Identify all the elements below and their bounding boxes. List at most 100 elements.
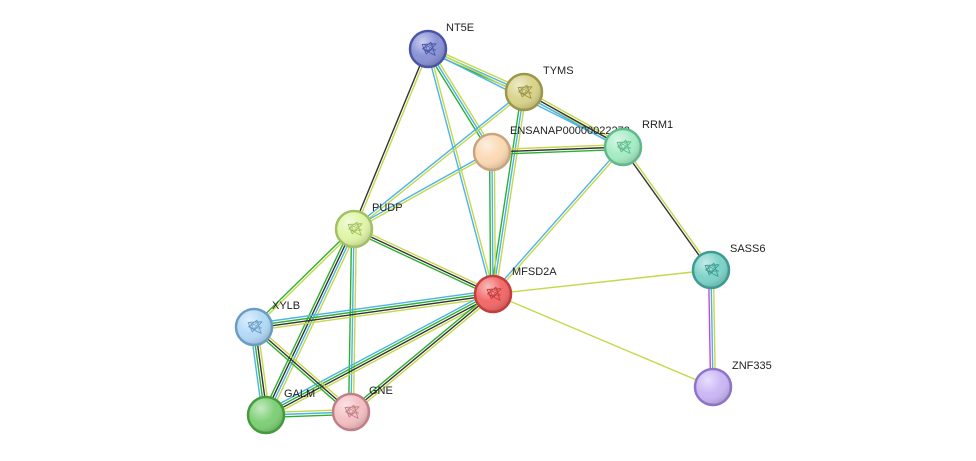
edge-line-neighborhood <box>491 148 624 156</box>
protein-structure-icon <box>347 221 363 236</box>
edge-line-coexpression <box>265 294 495 417</box>
edge-line-textmining <box>254 229 356 329</box>
edge-line-database <box>350 228 355 413</box>
node-rrm1[interactable]: RRM1 <box>603 119 673 167</box>
edge-line-textmining <box>354 48 430 231</box>
edge-line-coexpression <box>353 228 494 295</box>
edge-mfsd2a-znf335[interactable] <box>492 293 714 388</box>
edge-xylb-gne[interactable] <box>251 324 354 415</box>
edge-line-neighborhood <box>251 328 351 415</box>
edge-line-coexpression <box>253 294 494 329</box>
edge-line-experimental <box>707 269 712 388</box>
edge-line-textmining <box>354 226 495 293</box>
edge-pudp-gne[interactable] <box>347 228 358 413</box>
edge-line-coexpression <box>264 227 354 416</box>
edge-line-textmining <box>352 228 358 413</box>
node-highlight <box>507 75 541 109</box>
edge-mfsd2a-sass6[interactable] <box>492 269 712 295</box>
node-label: RRM1 <box>642 119 673 131</box>
edges-layer <box>249 46 717 419</box>
protein-structure-icon <box>421 41 437 56</box>
edge-line-database <box>252 289 494 325</box>
node-highlight <box>475 135 509 169</box>
node-znf335[interactable]: ZNF335 <box>693 360 772 407</box>
edge-line-textmining <box>712 269 717 388</box>
protein-structure-icon <box>344 404 360 419</box>
protein-structure-icon <box>704 262 720 277</box>
edge-nt5e-pudp[interactable] <box>352 47 430 231</box>
edge-line-neighborhood <box>348 291 493 411</box>
node-highlight <box>476 277 510 311</box>
edge-line-textmining <box>268 229 358 418</box>
edge-line-textmining <box>623 145 713 271</box>
node-highlight <box>249 398 283 432</box>
edge-rrm1-sass6[interactable] <box>621 145 713 272</box>
edge-rrm1-mfsd2a[interactable] <box>491 145 625 296</box>
edge-line-neighborhood <box>253 292 494 327</box>
node-highlight <box>411 32 445 66</box>
node-label: TYMS <box>543 65 574 77</box>
edge-line-coexpression <box>253 326 352 413</box>
node-highlight <box>237 310 271 344</box>
node-label: SASS6 <box>730 243 765 255</box>
protein-structure-icon <box>517 84 533 99</box>
node-highlight <box>334 395 368 429</box>
node-highlight <box>694 253 728 287</box>
edge-pudp-xylb[interactable] <box>252 227 356 329</box>
edge-mfsd2a-galm[interactable] <box>263 290 496 419</box>
edge-sass6-znf335[interactable] <box>707 269 717 388</box>
edge-line-textmining <box>254 324 354 411</box>
edge-line-coexpression <box>621 146 711 272</box>
node-label: ZNF335 <box>732 360 772 372</box>
edge-line-textmining <box>351 295 496 415</box>
edge-line-textmining <box>491 143 624 151</box>
edge-ensanap-rrm1[interactable] <box>491 143 624 156</box>
protein-structure-icon <box>616 139 632 154</box>
edge-line-database <box>491 151 494 295</box>
edge-line-neighborhood <box>352 230 493 297</box>
node-label: XYLB <box>272 300 300 312</box>
edge-line-database <box>263 290 493 413</box>
edge-line-database <box>352 150 493 229</box>
node-mfsd2a[interactable]: MFSD2A <box>473 266 557 314</box>
edge-line-textmining <box>429 47 495 152</box>
edge-mfsd2a-gne[interactable] <box>348 291 496 415</box>
edge-line-textmining <box>428 47 495 295</box>
node-nt5e[interactable]: NT5E <box>408 22 474 69</box>
node-ensanap[interactable]: ENSANAP00000022272 <box>472 125 630 172</box>
node-highlight <box>606 130 640 164</box>
edge-line-neighborhood <box>425 49 491 154</box>
node-tyms[interactable]: TYMS <box>504 65 574 112</box>
protein-structure-icon <box>486 286 502 301</box>
edge-line-neighborhood <box>264 292 494 415</box>
edge-tyms-pudp[interactable] <box>352 90 526 231</box>
edge-line-coexpression <box>350 293 494 413</box>
edge-line-textmining <box>493 147 625 296</box>
edge-line-textmining <box>494 91 528 296</box>
protein-structure-icon <box>247 319 263 334</box>
edge-line-neighborhood <box>347 228 353 413</box>
edge-mfsd2a-xylb[interactable] <box>252 289 495 332</box>
node-gne[interactable]: GNE <box>331 385 393 432</box>
edge-line-database <box>492 91 525 295</box>
edge-ensanap-mfsd2a[interactable] <box>488 151 497 295</box>
node-label: NT5E <box>446 22 474 34</box>
edge-ensanap-pudp[interactable] <box>352 150 494 231</box>
edge-line-textmining <box>253 296 495 332</box>
node-pudp[interactable]: PUDP <box>334 202 403 249</box>
edge-line-coexpression <box>352 47 428 230</box>
edge-line-textmining <box>354 92 526 231</box>
edge-line-database <box>352 90 524 229</box>
node-xylb[interactable]: XYLB <box>234 300 300 347</box>
edge-nt5e-ensanap[interactable] <box>425 47 495 154</box>
edge-line-database <box>427 48 493 153</box>
node-sass6[interactable]: SASS6 <box>691 243 765 290</box>
edge-line-textmining <box>353 152 494 231</box>
node-highlight <box>696 370 730 404</box>
node-galm[interactable]: GALM <box>246 388 315 435</box>
edge-line-database <box>710 269 714 388</box>
edge-pudp-mfsd2a[interactable] <box>352 226 495 297</box>
node-highlight <box>337 212 371 246</box>
